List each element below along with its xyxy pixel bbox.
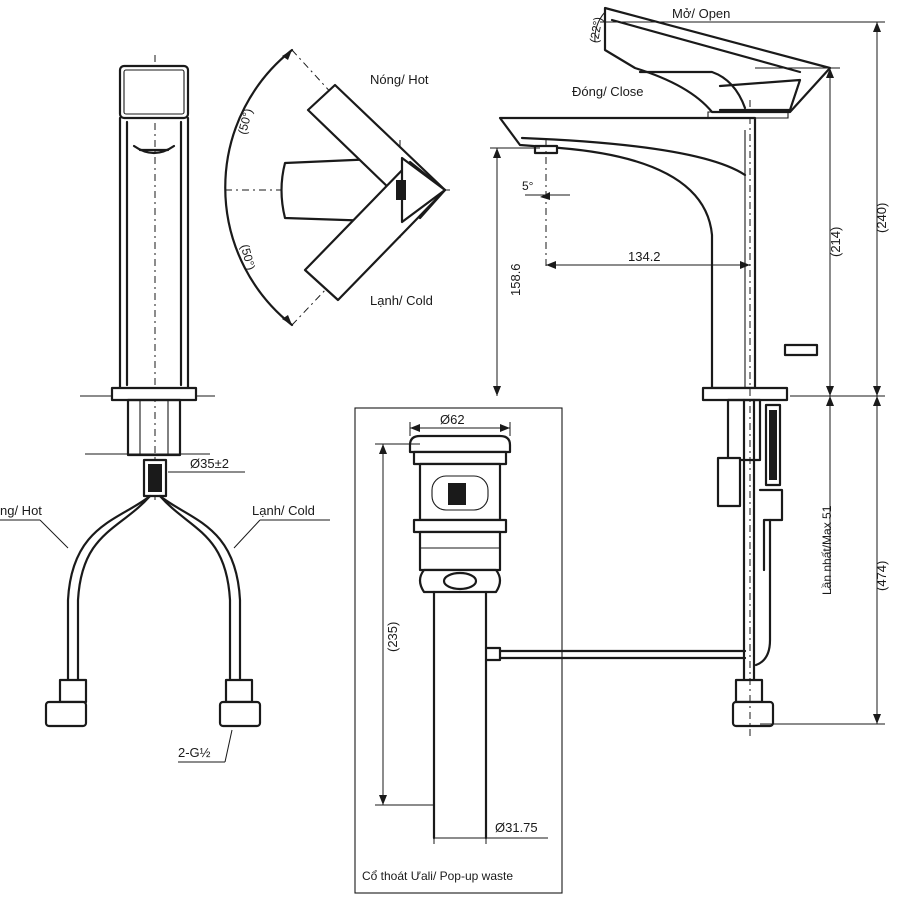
cold-angle-dimension: (50°) <box>238 243 258 272</box>
cold-hose-label: Lạnh/ Cold <box>252 503 315 518</box>
reach-dimension: 134.2 <box>628 249 661 264</box>
max-label: Lần nhất/Max 51 <box>820 505 834 595</box>
total-height-dimension: (240) <box>874 203 889 233</box>
hole-diameter-dimension: Ø35±2 <box>190 456 229 471</box>
hot-hose-label: ng/ Hot <box>0 503 42 518</box>
popup-waste-label: Cổ thoát Ưali/ Pop-up waste <box>362 869 513 883</box>
popup-waste-view: Ø62 (235) Ø31.75 Cổ thoát Ưali/ Pop-up w… <box>354 407 747 894</box>
waste-length-dimension: (235) <box>385 622 400 652</box>
front-view: ng/ Hot Lạnh/ Cold 2-G½ Ø35±2 <box>0 55 330 763</box>
spout-angle-dimension: 5° <box>522 179 534 193</box>
close-label: Đóng/ Close <box>572 84 644 99</box>
waste-bottom-diameter-dimension: Ø31.75 <box>495 820 538 835</box>
spout-height-dimension: 158.6 <box>508 263 523 296</box>
waste-top-diameter-dimension: Ø62 <box>440 412 465 427</box>
side-view: Mở/ Open Đóng/ Close (22°) 5° 134.2 158.… <box>490 6 889 740</box>
below-deck-dimension: (474) <box>874 561 889 591</box>
lever-angle-dimension: (22°) <box>587 16 605 44</box>
hot-angle-dimension: (50°) <box>235 107 255 136</box>
handle-rotation-view: (50°) (50°) Nóng/ Hot Lạnh/ Cold <box>224 48 450 327</box>
connector-dimension: 2-G½ <box>178 745 211 760</box>
cold-handle-label: Lạnh/ Cold <box>370 293 433 308</box>
open-label: Mở/ Open <box>672 6 730 21</box>
hot-handle-label: Nóng/ Hot <box>370 72 429 87</box>
outlet-height-dimension: (214) <box>828 227 843 257</box>
